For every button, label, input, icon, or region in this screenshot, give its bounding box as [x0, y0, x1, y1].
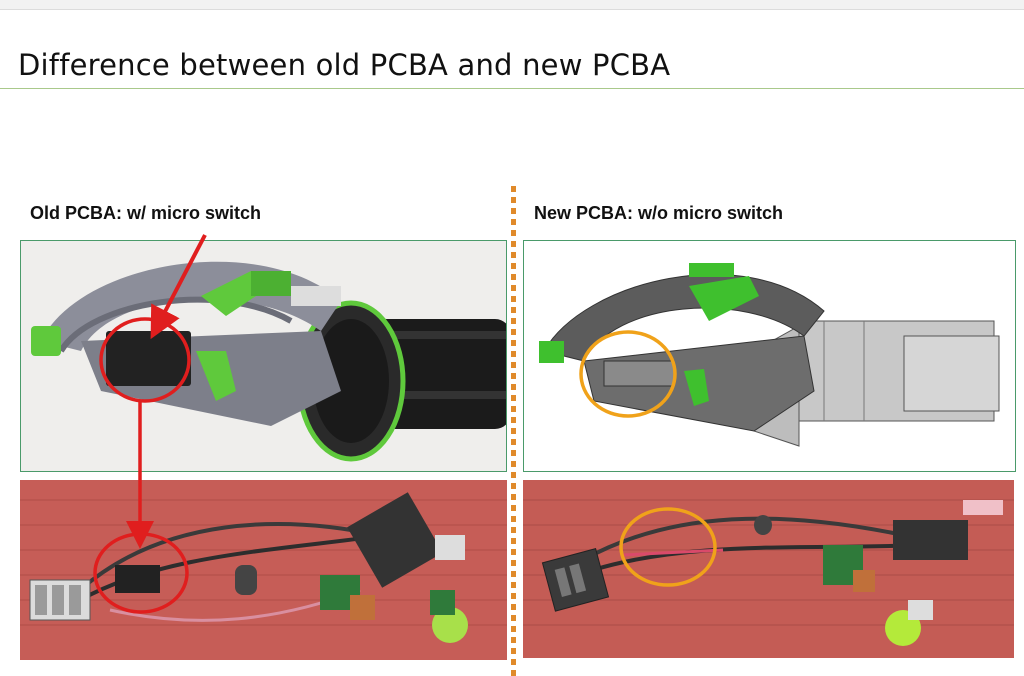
- title-underline: [0, 88, 1024, 89]
- new-harness-illustration: [523, 480, 1014, 658]
- new-pcba-harness-photo: [523, 480, 1014, 658]
- old-blower-illustration: [21, 241, 506, 471]
- old-pcba-harness-photo: [20, 480, 507, 660]
- new-blower-render: [523, 240, 1016, 472]
- slide-title: Difference between old PCBA and new PCBA: [18, 48, 671, 82]
- new-pcba-label: New PCBA: w/o micro switch: [534, 203, 784, 223]
- old-harness-illustration: [20, 480, 507, 660]
- top-bar: [0, 0, 1024, 10]
- new-blower-illustration: [524, 241, 1015, 471]
- dotted-divider: [511, 186, 516, 676]
- old-pcba-label: Old PCBA: w/ micro switch: [30, 203, 262, 223]
- old-blower-photo: [20, 240, 507, 472]
